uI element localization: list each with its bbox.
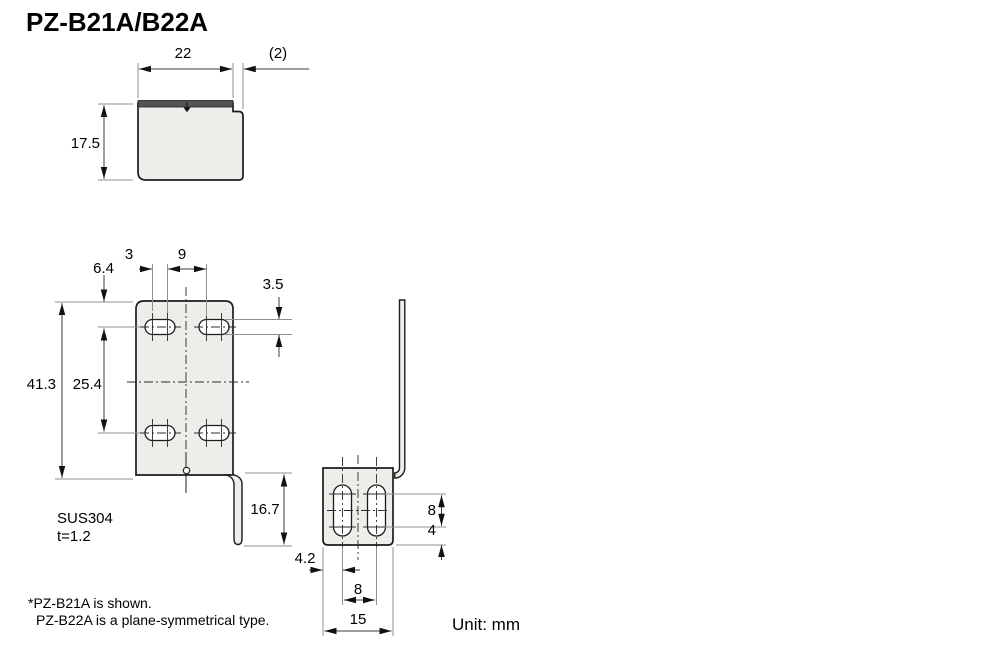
dim-side-slot-length: 8 [427, 502, 436, 519]
dim-top-width: 22 [174, 45, 192, 62]
dim-front-overall-height: 41.3 [26, 376, 56, 393]
side-view-dimension-lines [309, 495, 445, 635]
top-view [98, 63, 309, 181]
material-thickness: t=1.2 [57, 528, 91, 545]
dim-top-height: 17.5 [70, 135, 100, 152]
front-view [55, 264, 292, 547]
dim-front-slot-span: 3 [124, 246, 134, 263]
front-view-centerlines [127, 287, 249, 458]
dim-top-bend-tab: (2) [268, 45, 288, 62]
dim-front-slot-width: 3.5 [262, 276, 284, 293]
top-view-extension-lines [98, 63, 244, 181]
dim-front-hole-pitch-v: 25.4 [72, 376, 102, 393]
side-view [309, 299, 446, 636]
unit-label: Unit: mm [452, 615, 520, 634]
dim-front-top-to-hole: 6.4 [93, 260, 114, 277]
front-view-bend-center-mark [182, 452, 191, 493]
dim-side-edge-to-slot: 4.2 [294, 550, 316, 567]
dim-front-hole-pitch-h: 9 [177, 246, 187, 263]
top-view-body [137, 102, 244, 181]
dim-side-overall-width: 15 [349, 611, 367, 628]
front-view-dimension-lines [58, 265, 288, 545]
top-view-center-mark [183, 102, 191, 113]
side-view-extension-lines [322, 493, 446, 636]
dim-side-hole-pitch: 8 [353, 581, 363, 598]
material-name: SUS304 [57, 510, 113, 527]
top-view-dimension-lines [100, 65, 309, 179]
note-line1: *PZ-B21A is shown. [28, 595, 152, 611]
top-view-edge-band [137, 100, 234, 108]
side-view-centerlines [327, 455, 390, 560]
dim-front-flange-length: 16.7 [250, 501, 280, 518]
front-view-extension-lines [55, 264, 292, 547]
front-view-bent-flange [225, 474, 243, 546]
side-view-upright-edge [394, 299, 406, 479]
page-title: PZ-B21A/B22A [26, 7, 209, 37]
dim-side-slot-to-edge: 4 [427, 522, 436, 539]
note-line2: PZ-B22A is a plane-symmetrical type. [36, 612, 270, 628]
